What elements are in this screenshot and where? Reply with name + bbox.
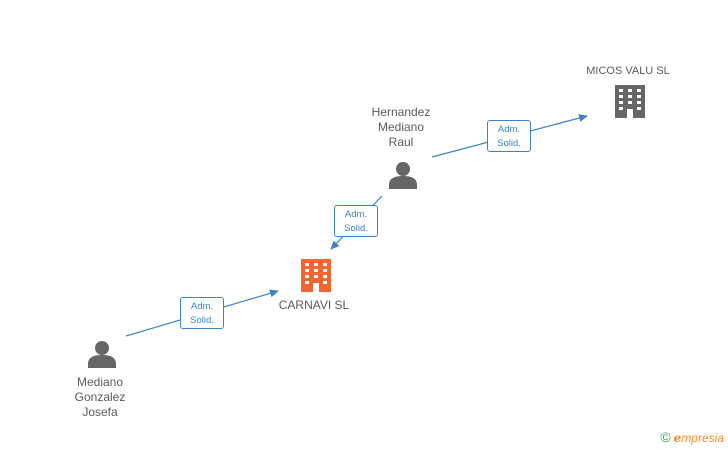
name-line: Mediano (377, 120, 425, 134)
node-label-carnavi-sl[interactable]: CARNAVI SL (278, 298, 350, 312)
building-icon-highlighted[interactable] (301, 259, 331, 292)
node-label-hernandez-mediano-raul[interactable]: Hernandez Mediano Raul (353, 105, 449, 150)
edge-label-line: Adm. (190, 301, 214, 312)
edge-label-hernandez-micos[interactable]: Adm. Solid. (487, 120, 531, 152)
edge-label-line: Solid. (190, 315, 214, 326)
node-label-micos-valu-sl[interactable]: MICOS VALU SL (586, 65, 670, 77)
building-icon[interactable] (615, 85, 645, 118)
node-label-mediano-gonzalez-josefa[interactable]: Mediano Gonzalez Josefa (52, 375, 148, 420)
edge-label-line: Solid. (497, 138, 521, 149)
edge-label-line: Adm. (344, 209, 368, 220)
edge-label-line: Solid. (344, 223, 368, 234)
name-line: Raul (388, 135, 414, 149)
name-line: Gonzalez (74, 390, 126, 404)
person-icon[interactable] (88, 341, 116, 368)
person-icon[interactable] (389, 162, 417, 189)
name-line: Hernandez (371, 105, 431, 119)
edge-label-line: Adm. (497, 124, 521, 135)
edge-label-hernandez-carnavi[interactable]: Adm. Solid. (334, 205, 378, 237)
name-line: Mediano (76, 375, 124, 389)
brand-initial: e (673, 431, 682, 445)
empresia-logo[interactable]: ©empresia (660, 429, 724, 445)
brand-name: mpresia (681, 431, 724, 445)
copyright-icon: © (660, 429, 671, 445)
edge-label-mediano-carnavi[interactable]: Adm. Solid. (180, 297, 224, 329)
name-line: Josefa (82, 405, 118, 419)
